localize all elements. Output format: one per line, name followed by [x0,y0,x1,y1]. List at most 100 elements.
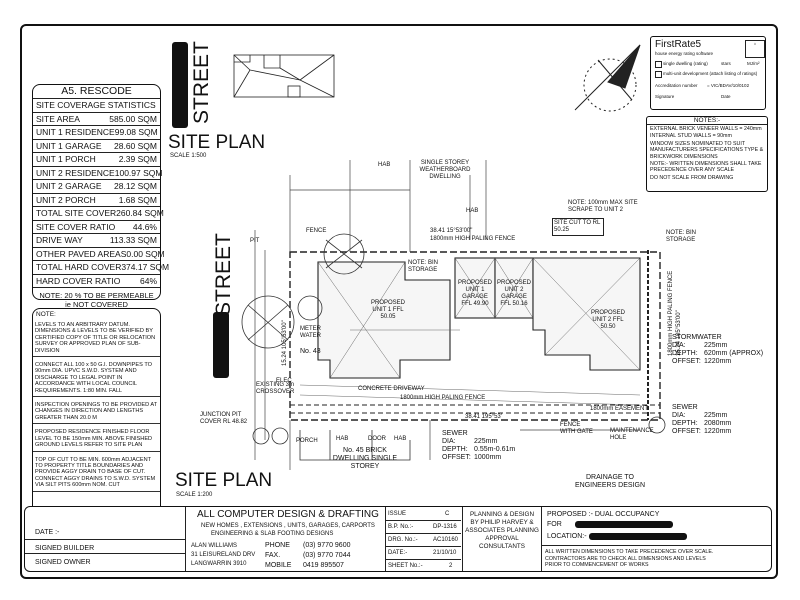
rescode-row-label: TOTAL HARD COVER [36,262,122,272]
street-label-left: STREET [212,233,235,316]
label-meter: METER WATER [300,326,321,339]
firstrate-logo: ⌂ [745,40,765,58]
stormwater-info: STORMWATER DIA:225mm DEPTH:620mm (APPROX… [672,334,763,366]
rescode-row-value: 100.97 SQM [114,167,163,178]
stormwater-title: STORMWATER [672,334,722,341]
rescode-row-value: 28.12 SQM [114,181,157,191]
fax-label: FAX. [265,552,281,559]
label-unit1-garage: PROPOSED UNIT 1 GARAGE FFL 49.90 [458,280,493,307]
label-no45: No. 45 BRICK DWELLING SINGLE STOREY [332,447,398,470]
address-line-1: 31 LEISURELAND DRV [191,552,256,558]
label-fence: FENCE [306,228,327,234]
bp-value: DP-1316 [433,524,457,530]
single-dwelling-checkbox[interactable] [655,61,662,68]
date2-label: DATE:- [388,550,408,556]
label-no43: No. 43 [300,348,321,355]
phone-value: (03) 9770 9600 [303,542,351,549]
stormwater-offset: 1220mm [704,358,732,365]
sewer-bottom-offset: 1000mm [474,454,502,461]
firstrate-area-unit: MJ/m² [747,61,760,66]
rescode-row-label: SITE COVER RATIO [36,221,116,232]
stormwater-depth-label: DEPTH: [672,350,698,357]
sewer-right-depth: 2080mm [704,420,732,427]
rescode-row-label: DRIVE WAY [36,235,83,245]
firstrate-title: FirstRate5 [655,39,702,50]
scale-bottom: SCALE 1:200 [176,492,213,498]
rescode-row-label: UNIT 1 PORCH [36,154,96,164]
sewer-right-offset: 1220mm [704,428,732,435]
stormwater-offset-label: OFFSET: [672,358,701,365]
label-porch: PORCH [296,438,318,444]
sewer-right-info: SEWER DIA:225mm DEPTH:2080mm OFFSET:1220… [672,404,731,436]
proposed-label: PROPOSED :- DUAL OCCUPANCY [547,511,660,518]
label-hab-bottom: HAB [336,436,349,442]
note-paragraph: LEVELS TO AN ARBITRARY DATUM. DIMENSIONS… [33,320,160,358]
notes-right-title: NOTES:- [647,117,767,125]
note-right-line: INTERNAL STUD WALLS = 90mm [650,133,732,140]
sewer-bottom-dia: 225mm [474,438,498,445]
drg-value: AC10160 [433,537,459,543]
label-junction: JUNCTION PIT COVER RL 48.82 [200,412,248,425]
label-hab-top: HAB [378,162,391,168]
label-unit2-garage: PROPOSED UNIT 2 GARAGE FFL 50.16 [497,280,532,307]
signed-builder-label: SIGNED BUILDER [35,545,95,552]
phone-label: PHONE [265,542,290,549]
stormwater-dia: 225mm [704,342,728,349]
person-name: ALAN WILLIAMS [191,543,238,549]
stormwater-depth: 620mm (APPROX) [704,350,764,357]
rescode-row: UNIT 1 GARAGE 28.60 SQM [33,140,160,153]
sewer-bottom-title: SEWER [442,430,468,437]
firstrate-subtitle: house energy rating software [655,51,714,56]
sewer-bottom-info: SEWER DIA:225mm DEPTH:0.55m-0.61m OFFSET… [442,430,515,462]
label-maintenance: MAINTENANCE HOLE [610,428,654,441]
label-single-storey: SINGLE STOREY WEATHERBOARD DWELLING [419,160,471,180]
sheet-value: 2 [449,563,453,569]
rescode-row-value: 28.60 SQM [114,140,157,151]
label-note-site: NOTE: 100mm MAX SITE SCRAPE TO UNIT 2 [568,200,638,213]
label-pit: PIT [250,238,260,244]
rescode-row-label: TOTAL SITE COVER [36,208,117,218]
sheet-label: SHEET No.:- [388,563,423,569]
issue-value: C [445,511,450,517]
label-bearing-top: 38.41 15°53'00" [430,228,473,234]
sewer-bottom-depth: 0.55m-0.61m [474,446,516,453]
sewer-right-dia: 225mm [704,412,728,419]
mobile-label: MOBILE [265,562,292,569]
multi-unit-checkbox[interactable] [655,71,662,78]
label-paling-top: 1800mm HIGH PALING FENCE [430,236,516,242]
rescode-row-value: 64% [139,275,157,286]
services-line-2: ENGINEERING & SLAB FOOTING DESIGNS [211,531,334,537]
label-driveway: CONCRETE DRIVEWAY [358,386,425,392]
label-easement: 1800mm EASEMENT [590,406,649,412]
firstrate-stars: stars [721,61,731,66]
company-name: ALL COMPUTER DESIGN & DRAFTING [197,509,379,520]
note-right-line: NOTE:- WRITTEN DIMENSIONS SHALL TAKE PRE… [650,161,762,174]
rescode-row-label: HARD COVER RATIO [36,275,121,286]
title-block: DATE :- SIGNED BUILDER SIGNED OWNER ALL … [24,506,772,572]
rescode-row-label: UNIT 1 GARAGE [36,140,102,151]
firstrate-line2: multi-unit development (attach listing o… [663,71,758,76]
signed-owner-label: SIGNED OWNER [35,559,91,566]
scale-top: SCALE 1:500 [170,153,207,159]
rescode-row-label: OTHER PAVED AREAS [36,248,127,259]
redacted-client-name [575,521,673,528]
rescode-row-value: 0.00 SQM [126,248,165,259]
rescode-row-label: UNIT 1 RESIDENCE [36,127,115,137]
drawing-sheet [20,24,778,579]
services-line-1: NEW HOMES , EXTENSIONS , UNITS, GARAGES,… [201,523,375,529]
rescode-row-label: UNIT 2 RESIDENCE [36,167,115,178]
sewer-right-offset-label: OFFSET: [672,428,701,435]
label-bearing-bot: 38.41 195°53' [465,414,502,420]
label-note-bin-2: NOTE: BIN STORAGE [666,230,697,243]
note-paragraph: TOP OF CUT TO BE MIN. 600mm ADJACENT TO … [33,455,160,492]
redacted-street-name-left [213,312,229,378]
